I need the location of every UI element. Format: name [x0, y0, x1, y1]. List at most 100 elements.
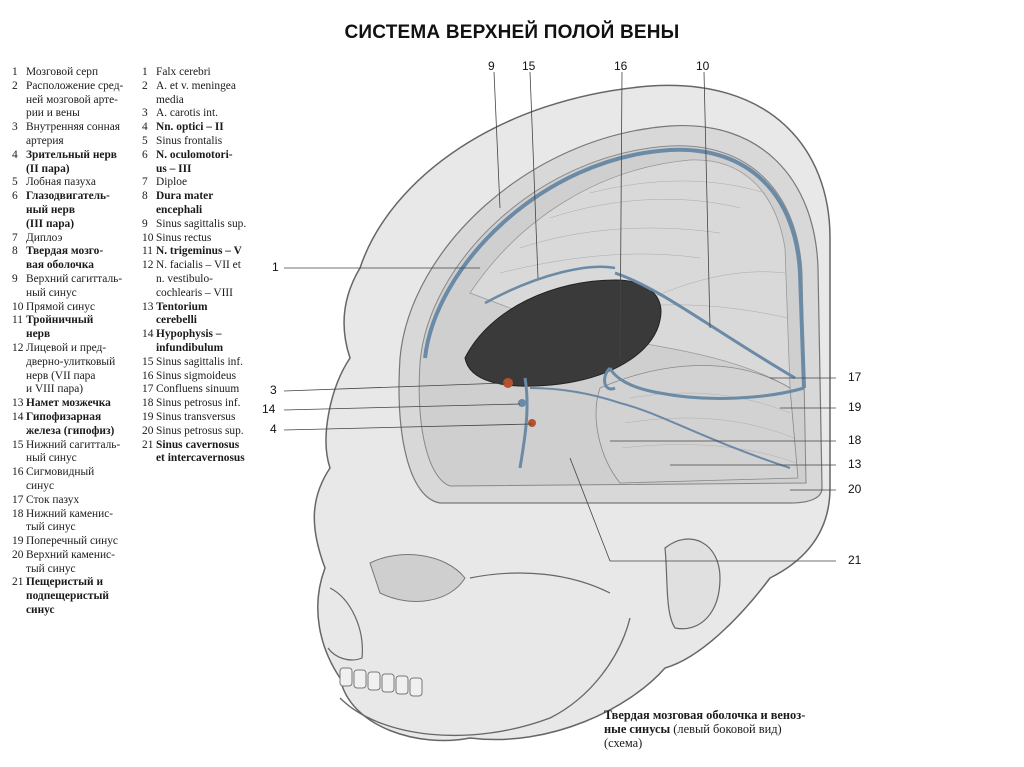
legend-lat-number: 16	[142, 370, 156, 384]
legend-ru-number: 12	[12, 342, 26, 397]
legend-ru-number: 17	[12, 494, 26, 508]
legend-ru-number: 9	[12, 273, 26, 301]
legend-lat-number: 2	[142, 80, 156, 108]
legend-lat-text: Falx cerebri	[156, 66, 270, 80]
legend-lat-number: 17	[142, 383, 156, 397]
legend-lat-text: A. et v. meningea media	[156, 80, 270, 108]
legend-ru-number: 18	[12, 508, 26, 536]
legend-ru-text: Твердая мозго- вая оболочка	[26, 245, 140, 273]
legend-lat-number: 13	[142, 301, 156, 329]
legend-lat-number: 11	[142, 245, 156, 259]
legend-ru-text: Сигмовидный синус	[26, 466, 140, 494]
legend-ru-number: 14	[12, 411, 26, 439]
legend-ru-text: Нижний сагитталь- ный синус	[26, 439, 140, 467]
callout-19: 19	[848, 401, 861, 413]
legend-lat-number: 5	[142, 135, 156, 149]
legend-ru-text: Диплоэ	[26, 232, 140, 246]
legend-ru-number: 1	[12, 66, 26, 80]
legend-lat-text: Diploe	[156, 176, 270, 190]
legend-ru-text: Расположение сред- ней мозговой арте- ри…	[26, 80, 140, 121]
legend-lat-text: Tentorium cerebelli	[156, 301, 270, 329]
legend-lat-number: 18	[142, 397, 156, 411]
legend-ru-number: 4	[12, 149, 26, 177]
skull-drawing	[270, 58, 990, 758]
legend-ru-item: 17Сток пазух	[12, 494, 140, 508]
callout-16: 16	[614, 60, 627, 72]
legend-lat-number: 1	[142, 66, 156, 80]
legend-ru-text: Мозговой серп	[26, 66, 140, 80]
legend-lat-text: Sinus rectus	[156, 232, 270, 246]
callout-1: 1	[272, 261, 279, 273]
legend-ru-text: Глазодвигатель- ный нерв (III пара)	[26, 190, 140, 231]
legend-lat-text: Sinus petrosus sup.	[156, 425, 270, 439]
legend-lat-number: 10	[142, 232, 156, 246]
legend-lat-text: Sinus frontalis	[156, 135, 270, 149]
legend-lat-text: Nn. optici – II	[156, 121, 270, 135]
legend-lat-item: 21Sinus cavernosus et intercavernosus	[142, 439, 270, 467]
legend-lat-number: 12	[142, 259, 156, 300]
legend-ru-text: Зрительный нерв (II пара)	[26, 149, 140, 177]
callout-17: 17	[848, 371, 861, 383]
skull-illustration: 9 15 16 10 1 3 14 4 17 19 18 13 20 21	[270, 58, 990, 758]
legend-ru-text: Сток пазух	[26, 494, 140, 508]
legend-lat-number: 9	[142, 218, 156, 232]
legend-ru-text: Верхний каменис- тый синус	[26, 549, 140, 577]
legend-ru-number: 13	[12, 397, 26, 411]
legend-lat-item: 5Sinus frontalis	[142, 135, 270, 149]
legend-lat-number: 15	[142, 356, 156, 370]
legend-lat-text: Sinus sagittalis sup.	[156, 218, 270, 232]
legend-ru-number: 8	[12, 245, 26, 273]
legend-lat-text: N. facialis – VII et n. vestibulo- cochl…	[156, 259, 270, 300]
callout-20: 20	[848, 483, 861, 495]
callout-10: 10	[696, 60, 709, 72]
legend-ru-number: 2	[12, 80, 26, 121]
legend-ru-text: Поперечный синус	[26, 535, 140, 549]
legend-lat-text: N. oculomotori- us – III	[156, 149, 270, 177]
legend-ru-item: 8Твердая мозго- вая оболочка	[12, 245, 140, 273]
legend-lat-text: Dura mater encephali	[156, 190, 270, 218]
legend-ru-number: 3	[12, 121, 26, 149]
legend-lat-number: 7	[142, 176, 156, 190]
legend-ru-text: Нижний каменис- тый синус	[26, 508, 140, 536]
legend-ru-text: Гипофизарная железа (гипофиз)	[26, 411, 140, 439]
legend-lat-text: Hypophysis – infundibulum	[156, 328, 270, 356]
legend-ru-text: Пещеристый и подпещеристый синус	[26, 576, 140, 617]
legend-lat-text: Sinus sigmoideus	[156, 370, 270, 384]
legend-ru-number: 6	[12, 190, 26, 231]
callout-15: 15	[522, 60, 535, 72]
callout-3: 3	[270, 384, 277, 396]
page-title: СИСТЕМА ВЕРХНЕЙ ПОЛОЙ ВЕНЫ	[0, 22, 1024, 44]
legend-lat-text: Sinus cavernosus et intercavernosus	[156, 439, 270, 467]
callout-14: 14	[262, 403, 275, 415]
legend-lat-text: N. trigeminus – V	[156, 245, 270, 259]
legend-lat-text: Confluens sinuum	[156, 383, 270, 397]
legend-lat-text: Sinus petrosus inf.	[156, 397, 270, 411]
legend-ru-text: Лобная пазуха	[26, 176, 140, 190]
legend-lat-item: 1Falx cerebri	[142, 66, 270, 80]
legend-lat-number: 3	[142, 107, 156, 121]
legend-ru-number: 10	[12, 301, 26, 315]
callout-4: 4	[270, 423, 277, 435]
legend-lat-text: Sinus sagittalis inf.	[156, 356, 270, 370]
optic-nerve	[528, 419, 536, 427]
legend-lat-text: Sinus transversus	[156, 411, 270, 425]
